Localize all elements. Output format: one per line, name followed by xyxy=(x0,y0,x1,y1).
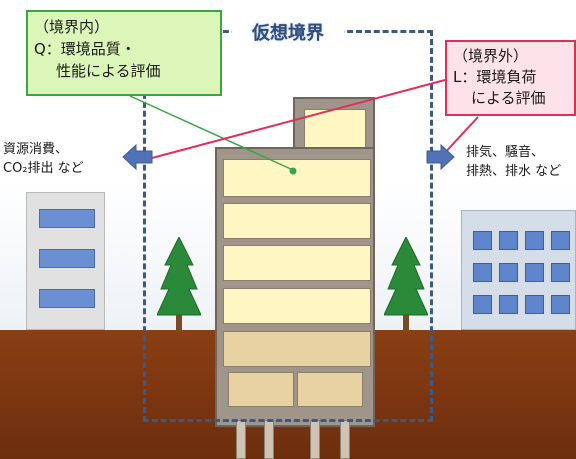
building-window xyxy=(39,209,95,228)
outside-callout-description: による評価 xyxy=(471,89,546,107)
building-window xyxy=(551,263,570,282)
inside-connector-dot xyxy=(289,167,297,175)
left-outflow-line2: CO₂排出 など xyxy=(3,161,84,176)
left-outflow-line1: 資源消費、 xyxy=(3,142,69,157)
right-outflow-line1: 排気、騒音、 xyxy=(466,145,545,160)
basement-room xyxy=(228,372,294,407)
building-window xyxy=(473,231,492,250)
building-upper-block xyxy=(293,97,375,149)
building-window xyxy=(473,295,492,314)
right-outflow-label: 排気、騒音、 排熱、排水 など xyxy=(466,143,576,181)
building-window xyxy=(473,263,492,282)
outside-callout-heading: （境界外） xyxy=(453,47,529,65)
building-window xyxy=(499,295,518,314)
boundary-title: 仮想境界 xyxy=(232,20,344,48)
target-building xyxy=(215,147,375,427)
outside-callout-l-label: L：環境負荷 xyxy=(453,68,537,86)
outside-boundary-callout: （境界外） L：環境負荷 による評価 xyxy=(445,40,576,116)
neighbor-building-left xyxy=(26,192,105,330)
tree-left xyxy=(157,237,201,332)
right-outflow-line2: 排熱、排水 など xyxy=(466,164,562,179)
building-window xyxy=(551,231,570,250)
inside-boundary-callout: （境界内） Q：環境品質・ 性能による評価 xyxy=(26,10,222,96)
building-floor xyxy=(223,203,371,239)
building-window xyxy=(499,231,518,250)
building-floor xyxy=(223,288,371,324)
building-window xyxy=(39,289,95,308)
inside-callout-q-label: Q：環境品質・ xyxy=(34,40,136,58)
tree-right xyxy=(384,237,428,332)
building-floor xyxy=(223,245,371,281)
left-outflow-label: 資源消費、 CO₂排出 など xyxy=(3,140,123,178)
left-outflow-arrow xyxy=(122,143,153,171)
outside-connector-line-left xyxy=(151,79,446,159)
building-window xyxy=(39,249,95,268)
inside-connector-line xyxy=(129,95,294,171)
right-outflow-arrow xyxy=(426,143,455,171)
building-window xyxy=(499,263,518,282)
inside-callout-heading: （境界内） xyxy=(34,18,110,36)
building-window xyxy=(551,295,570,314)
building-floor xyxy=(223,159,371,197)
building-window xyxy=(525,263,544,282)
building-window xyxy=(525,231,544,250)
inside-callout-description: 性能による評価 xyxy=(56,62,161,80)
basement-room xyxy=(297,372,363,407)
building-window xyxy=(525,295,544,314)
basement-floor xyxy=(223,331,371,367)
